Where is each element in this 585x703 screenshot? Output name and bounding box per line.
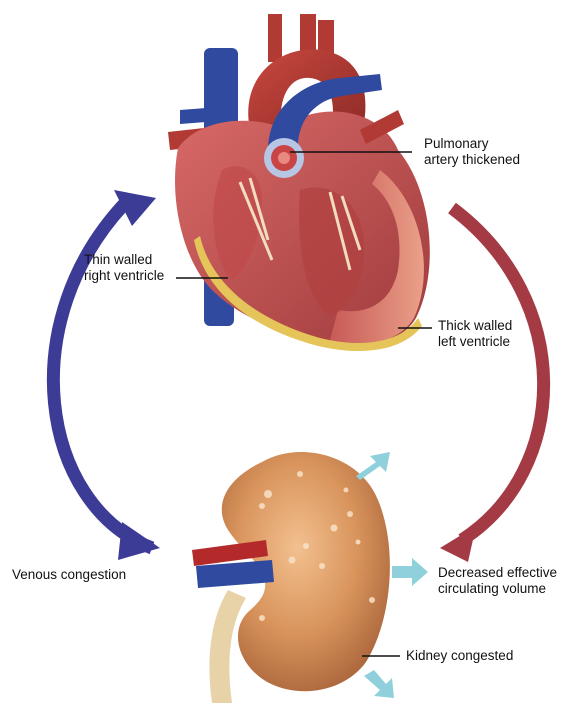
decreased-volume-arrow	[440, 208, 544, 562]
fluid-arrow-lower	[364, 670, 394, 698]
label-kidney-congested: Kidney congested	[406, 648, 513, 664]
fluid-arrow-upper	[356, 452, 390, 480]
heart-illustration	[168, 14, 430, 351]
label-right-ventricle: Thin walled right ventricle	[84, 252, 164, 284]
label-left-ventricle: Thick walled left ventricle	[438, 318, 512, 350]
label-venous-congestion: Venous congestion	[12, 567, 126, 583]
label-circulating-volume: Decreased effective circulating volume	[438, 565, 557, 597]
kidney-illustration	[192, 452, 390, 703]
fluid-arrow-middle	[392, 558, 428, 586]
label-pulmonary-artery: Pulmonary artery thickened	[424, 136, 520, 168]
venous-congestion-arrow	[53, 190, 160, 560]
